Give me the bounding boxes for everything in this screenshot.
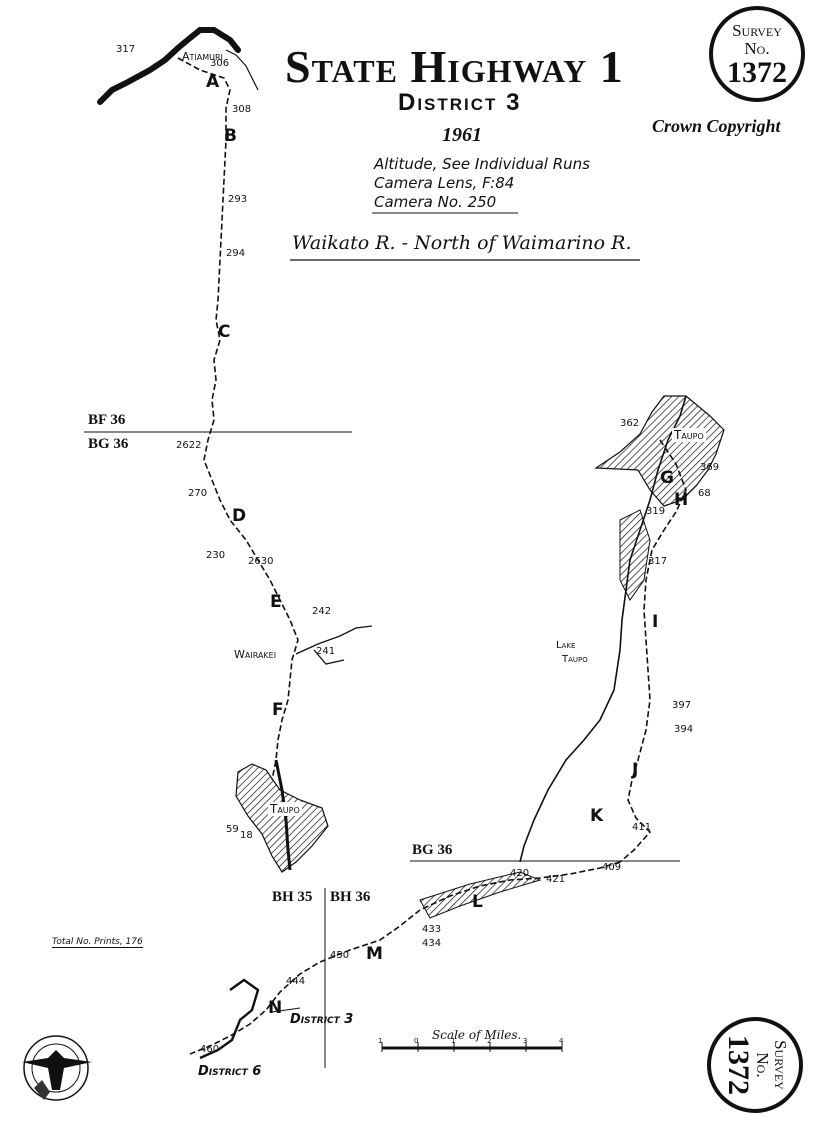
grid-label-bg36-right: BG 36: [412, 842, 453, 858]
survey-number-badge-bottom: Survey No. 1372: [707, 1017, 803, 1113]
run-letter-n: N: [268, 998, 283, 1018]
scale-tick: 2: [487, 1037, 492, 1045]
district-3-label: District 3: [290, 1012, 354, 1027]
place-atiamuri: Atiamuri: [182, 50, 223, 63]
waikato-river-top: [97, 27, 241, 105]
badge-no-label: No.: [753, 1052, 772, 1078]
print-number: 241: [316, 646, 336, 657]
district-heading: District 3: [398, 89, 522, 116]
river-branch-top: [225, 49, 259, 91]
camera-lens-line: Camera Lens, F:84: [374, 174, 515, 192]
print-number: 2630: [248, 556, 274, 567]
scale-tick: 0: [414, 1037, 419, 1045]
place-lake: Lake: [556, 640, 576, 651]
run-letter-a: A: [206, 72, 220, 92]
camera-number-line: Camera No. 250: [374, 193, 497, 211]
print-number: 433: [422, 924, 442, 935]
run-letter-l: L: [472, 892, 483, 912]
scale-title: Scale of Miles.: [432, 1028, 522, 1042]
print-number: 270: [188, 488, 208, 499]
run-title: Waikato R. - North of Waimarino R.: [292, 232, 632, 254]
print-number: 317: [116, 44, 136, 55]
taupo-left-area: [235, 763, 329, 873]
run-letter-k: K: [590, 806, 604, 826]
district-boundary: [271, 1007, 301, 1013]
print-number: 293: [228, 194, 248, 205]
map-title: State Highway 1: [285, 41, 624, 92]
altitude-line: Altitude, See Individual Runs: [374, 155, 590, 173]
run-letter-b: B: [224, 126, 237, 146]
run-letter-f: F: [272, 700, 284, 720]
grid-label-bf36: BF 36: [88, 412, 126, 428]
scale-tick: 4: [559, 1037, 564, 1045]
flight-line-east: [619, 439, 687, 863]
survey-year: 1961: [442, 124, 482, 146]
place-taupo-left: Taupo: [268, 802, 302, 816]
run-letter-h: H: [674, 490, 689, 510]
print-number: 18: [240, 830, 253, 841]
run-letter-d: D: [232, 506, 247, 526]
camera-info: Altitude, See Individual Runs Camera Len…: [374, 155, 590, 212]
print-number: 460: [200, 1044, 220, 1055]
print-number: 420: [510, 868, 530, 879]
place-wairakei: Wairakei: [234, 648, 277, 661]
place-lake-taupo: Taupo: [562, 654, 588, 665]
flight-line-south: [189, 861, 621, 1055]
south-shore-hatch: [419, 871, 542, 919]
road-wairakei: [295, 625, 373, 665]
scale-bar: [381, 1042, 563, 1052]
flight-line-north: [177, 57, 299, 781]
total-prints: Total No. Prints, 176: [52, 937, 143, 948]
grid-label-bh36: BH 36: [330, 889, 371, 905]
print-number: 242: [312, 606, 332, 617]
print-number: 444: [286, 976, 306, 987]
print-number: 362: [620, 418, 640, 429]
print-number: 450: [330, 950, 350, 961]
badge-number: 1372: [727, 56, 787, 89]
badge-survey-label: Survey: [771, 1040, 790, 1090]
run-letter-e: E: [270, 592, 282, 612]
print-number: 421: [546, 874, 566, 885]
badge-no-label: No.: [744, 39, 770, 58]
run-letter-i: I: [652, 612, 659, 632]
print-number: 59: [226, 824, 239, 835]
print-number: 394: [674, 724, 694, 735]
scale-tick: 3: [523, 1037, 528, 1045]
grid-label-bh35: BH 35: [272, 889, 313, 905]
print-number: 434: [422, 938, 442, 949]
print-number: 397: [672, 700, 692, 711]
print-number: 230: [206, 550, 226, 561]
badge-number: 1372: [722, 1035, 755, 1095]
scale-tick: 1: [451, 1037, 456, 1045]
grid-label-bg36-left: BG 36: [88, 436, 129, 452]
taupo-right-area: [594, 395, 725, 507]
print-number: 68: [698, 488, 711, 499]
print-number: 319: [646, 506, 666, 517]
run-letter-m: M: [366, 944, 383, 964]
print-number: 2622: [176, 440, 202, 451]
print-number: 409: [602, 862, 622, 873]
badge-survey-label: Survey: [732, 21, 782, 40]
run-letter-j: J: [632, 760, 639, 780]
print-number: 308: [232, 104, 252, 115]
waikato-river-left: [274, 759, 292, 871]
print-number: 317: [648, 556, 668, 567]
district-6-label: District 6: [198, 1064, 262, 1079]
place-taupo-right: Taupo: [672, 428, 706, 442]
scale-tick: 1: [378, 1037, 383, 1045]
lake-shore-right: [519, 395, 687, 863]
print-number: 294: [226, 248, 246, 259]
print-number: 306: [210, 58, 230, 69]
print-number: 411: [632, 822, 652, 833]
lake-shore-hatch: [619, 509, 651, 601]
run-letter-g: G: [660, 468, 674, 488]
south-river: [199, 978, 260, 1060]
aerial-mapping-logo: [22, 1035, 92, 1101]
crown-copyright: Crown Copyright: [652, 116, 781, 136]
survey-number-badge-top: Survey No. 1372: [709, 6, 805, 102]
run-letter-c: C: [218, 322, 231, 342]
print-number: 369: [700, 462, 720, 473]
